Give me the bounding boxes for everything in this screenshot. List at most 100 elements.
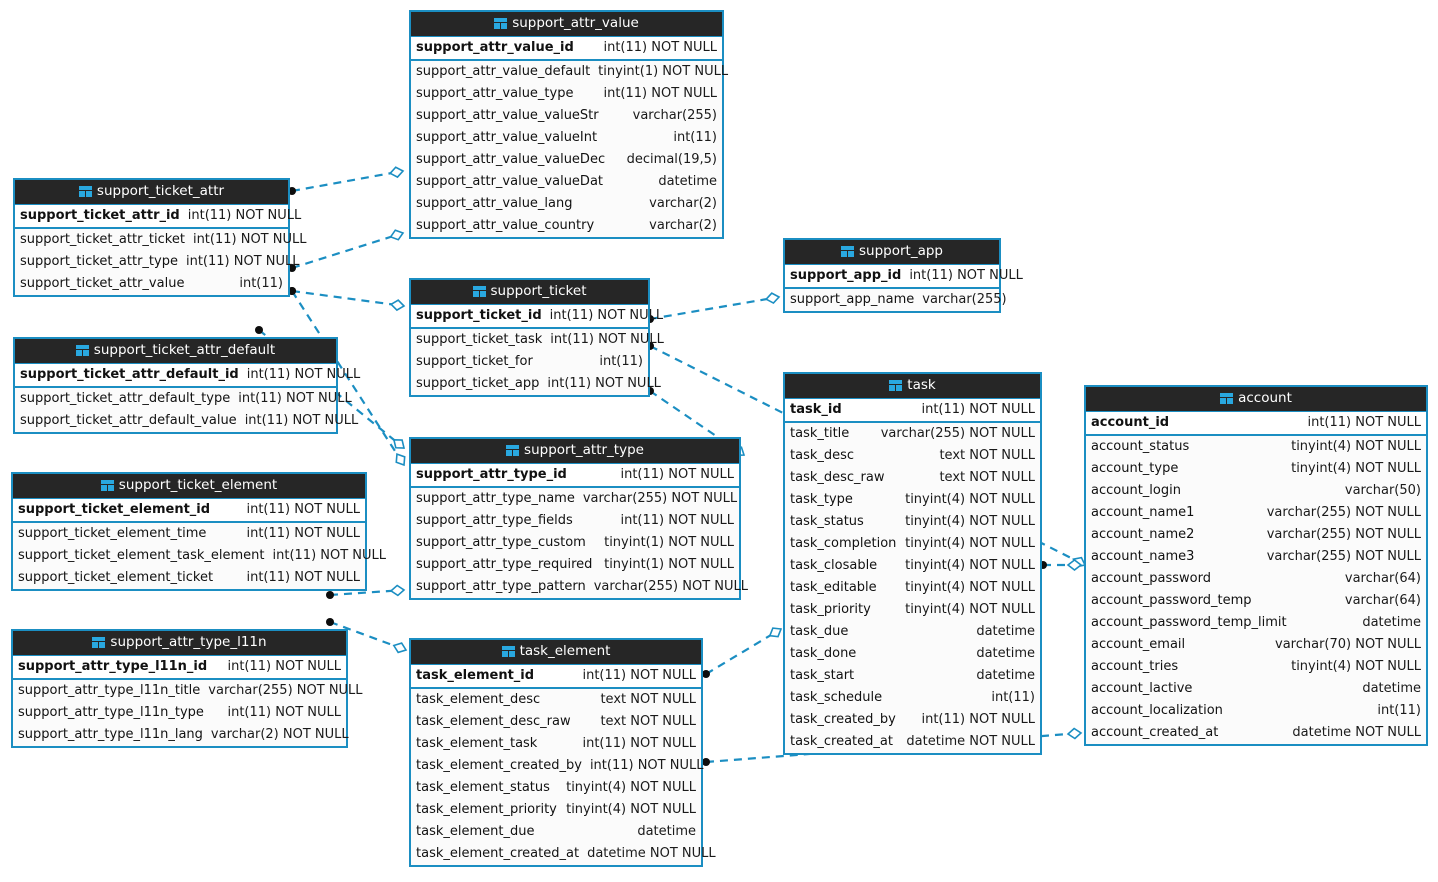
- field-name: task_element_status: [416, 780, 550, 795]
- entity-header[interactable]: support_ticket_attr_default: [15, 339, 336, 363]
- entity-header[interactable]: task: [785, 374, 1040, 398]
- entity-header[interactable]: support_ticket: [411, 280, 648, 304]
- entity-header[interactable]: support_ticket_element: [13, 474, 365, 498]
- entity-header[interactable]: support_attr_type_l11n: [13, 631, 346, 655]
- entity-header[interactable]: support_app: [785, 240, 999, 264]
- entity-header[interactable]: task_element: [411, 640, 701, 664]
- entity-header[interactable]: support_attr_value: [411, 12, 722, 36]
- entity-header[interactable]: account: [1086, 387, 1426, 411]
- entity-header[interactable]: support_attr_type: [411, 439, 739, 463]
- entity-header[interactable]: support_ticket_attr: [15, 180, 288, 204]
- field-type: int(11) NOT NULL: [603, 40, 717, 55]
